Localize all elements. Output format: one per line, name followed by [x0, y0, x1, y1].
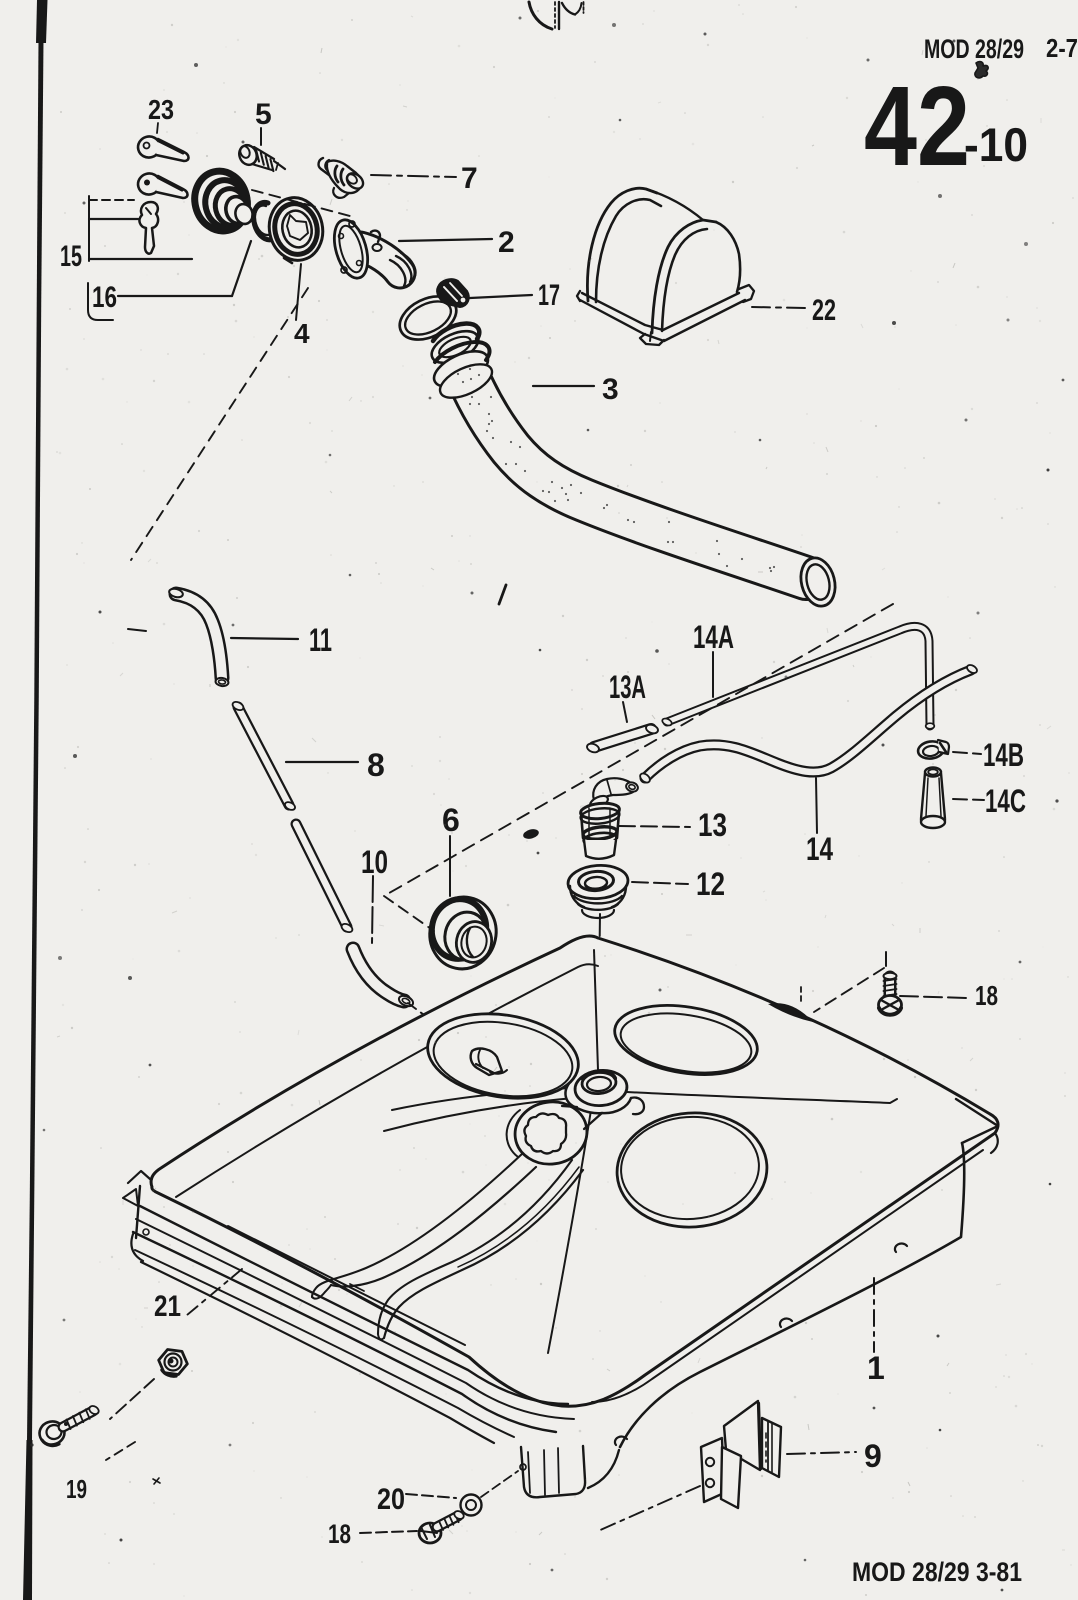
- svg-text:14: 14: [806, 831, 833, 867]
- svg-text:20: 20: [377, 1483, 405, 1516]
- svg-text:22: 22: [812, 294, 836, 327]
- svg-text:14A: 14A: [693, 619, 734, 655]
- svg-text:11: 11: [309, 622, 332, 658]
- svg-text:4: 4: [294, 318, 310, 349]
- svg-text:23: 23: [148, 94, 174, 125]
- svg-text:9: 9: [864, 1438, 882, 1474]
- svg-text:42: 42: [864, 63, 970, 189]
- svg-text:2-7: 2-7: [1046, 33, 1078, 63]
- svg-text:21: 21: [154, 1290, 181, 1323]
- svg-text:MOD 28/29: MOD 28/29: [924, 34, 1024, 64]
- svg-text:7: 7: [461, 162, 478, 195]
- svg-text:-10: -10: [964, 118, 1028, 171]
- svg-text:5: 5: [255, 98, 272, 131]
- svg-text:13A: 13A: [609, 669, 646, 705]
- svg-text:2: 2: [498, 226, 515, 259]
- svg-text:13: 13: [698, 807, 727, 843]
- svg-text:MOD 28/29 3-81: MOD 28/29 3-81: [852, 1557, 1022, 1587]
- svg-text:16: 16: [92, 281, 117, 314]
- svg-text:8: 8: [367, 747, 385, 783]
- svg-text:1: 1: [867, 1350, 885, 1386]
- svg-text:10: 10: [361, 844, 388, 880]
- svg-text:18: 18: [975, 980, 998, 1011]
- svg-text:14C: 14C: [985, 783, 1026, 819]
- svg-text:17: 17: [538, 279, 560, 312]
- svg-text:18: 18: [328, 1519, 351, 1549]
- svg-text:12: 12: [696, 866, 725, 902]
- svg-text:15: 15: [60, 240, 82, 273]
- svg-text:6: 6: [442, 802, 460, 838]
- svg-text:19: 19: [66, 1474, 87, 1504]
- svg-text:14B: 14B: [983, 737, 1024, 773]
- svg-text:3: 3: [602, 373, 619, 406]
